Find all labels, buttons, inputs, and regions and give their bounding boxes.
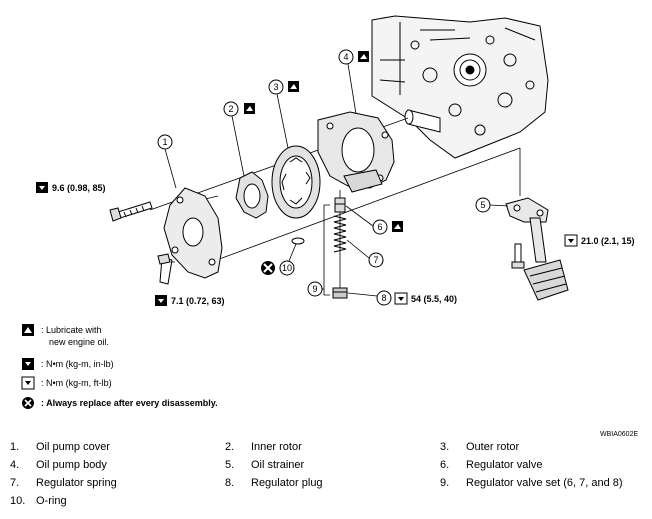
strainer-bolt xyxy=(511,243,525,269)
svg-text:6: 6 xyxy=(377,222,382,232)
callout-10: 10 xyxy=(279,243,297,276)
callout-6: 6 xyxy=(345,205,388,235)
svg-text:54 (5.5, 40): 54 (5.5, 40) xyxy=(411,294,457,304)
part-number: 9. xyxy=(440,477,450,489)
part-name: Oil pump body xyxy=(36,459,107,471)
svg-text:1: 1 xyxy=(162,137,167,147)
callout-1: 1 xyxy=(157,134,177,189)
callout-2: 2 xyxy=(223,101,245,177)
svg-text:7: 7 xyxy=(373,255,378,265)
part-number: 2. xyxy=(225,441,235,453)
bolt-upper xyxy=(109,201,153,222)
part-name: Regulator spring xyxy=(36,477,117,489)
callout-8: 8 xyxy=(347,290,392,306)
part-name: Regulator valve set (6, 7, and 8) xyxy=(466,477,623,489)
engine-block xyxy=(371,15,549,159)
part-name: Oil strainer xyxy=(251,459,305,471)
part-name: Regulator valve xyxy=(466,459,543,471)
parts-list-item: 1. Oil pump cover xyxy=(10,441,110,453)
svg-text:: N•m (kg-m, in-lb): : N•m (kg-m, in-lb) xyxy=(41,359,114,369)
callout-5: 5 xyxy=(475,197,509,213)
svg-text:7.1 (0.72, 63): 7.1 (0.72, 63) xyxy=(171,296,225,306)
torque-label-plug: 54 (5.5, 40) xyxy=(394,292,457,305)
legend-replace-icon xyxy=(22,397,34,409)
outer-rotor xyxy=(271,145,321,219)
svg-text:9: 9 xyxy=(312,284,317,294)
svg-text:21.0 (2.1, 15): 21.0 (2.1, 15) xyxy=(581,236,635,246)
part-number: 1. xyxy=(10,441,20,453)
reference-code: WBIA0602E xyxy=(600,431,638,438)
parts-list-item: 2. Inner rotor xyxy=(225,441,302,453)
parts-list-item: 4. Oil pump body xyxy=(10,459,107,471)
svg-text:3: 3 xyxy=(273,82,278,92)
part-name: Inner rotor xyxy=(251,441,302,453)
part-number: 5. xyxy=(225,459,235,471)
valve-set-bracket xyxy=(323,204,330,296)
part-number: 3. xyxy=(440,441,450,453)
parts-list-item: 5. Oil strainer xyxy=(225,459,304,471)
parts-list-item: 10. O-ring xyxy=(10,495,67,507)
oil-pump-body xyxy=(317,111,395,193)
svg-text:10: 10 xyxy=(282,263,292,273)
svg-text:9.6 (0.98, 85): 9.6 (0.98, 85) xyxy=(52,183,106,193)
torque-label-strainer: 21.0 (2.1, 15) xyxy=(564,234,635,247)
regulator-spring xyxy=(333,215,347,253)
legend-oil-can-icon xyxy=(22,324,34,336)
oil-can-icon xyxy=(358,51,369,62)
parts-list-item: 6. Regulator valve xyxy=(440,459,542,471)
callout-4: 4 xyxy=(338,49,357,115)
svg-text:: N•m (kg-m, ft-lb): : N•m (kg-m, ft-lb) xyxy=(41,378,112,388)
legend-torque-inlb-icon xyxy=(22,358,34,370)
oil-strainer xyxy=(505,197,569,301)
parts-list-item: 9. Regulator valve set (6, 7, and 8) xyxy=(440,477,623,489)
svg-text:4: 4 xyxy=(343,52,348,62)
part-number: 8. xyxy=(225,477,235,489)
svg-text:new engine oil.: new engine oil. xyxy=(49,337,109,347)
exploded-view-diagram: 1 2 3 4 5 6 7 8 9 10 xyxy=(21,15,638,438)
parts-list-item: 7. Regulator spring xyxy=(10,477,117,489)
regulator-plug xyxy=(332,287,348,299)
part-name: Outer rotor xyxy=(466,441,520,453)
part-number: 7. xyxy=(10,477,20,489)
callout-7: 7 xyxy=(346,239,384,268)
parts-list-item: 8. Regulator plug xyxy=(225,477,323,489)
part-number: 6. xyxy=(440,459,450,471)
svg-text:5: 5 xyxy=(480,200,485,210)
bolt-lower xyxy=(157,253,173,285)
legend-torque-ftlb-icon xyxy=(21,376,35,390)
callout-3: 3 xyxy=(268,79,289,149)
callout-9: 9 xyxy=(307,281,324,297)
svg-text:: Lubricate with: : Lubricate with xyxy=(41,325,102,335)
oil-can-icon xyxy=(244,103,255,114)
regulator-valve xyxy=(334,197,346,213)
o-ring xyxy=(291,237,305,245)
inner-rotor xyxy=(235,171,269,219)
oil-can-icon xyxy=(392,221,403,232)
parts-list-item: 3. Outer rotor xyxy=(440,441,519,453)
part-number: 10. xyxy=(10,495,26,507)
part-name: O-ring xyxy=(36,495,67,507)
part-number: 4. xyxy=(10,459,20,471)
torque-label-cover-bolt: 9.6 (0.98, 85) xyxy=(36,182,106,193)
svg-text:: Always replace after every d: : Always replace after every disassembly… xyxy=(41,398,218,408)
part-name: Oil pump cover xyxy=(36,441,110,453)
svg-text:8: 8 xyxy=(381,293,386,303)
oil-can-icon xyxy=(288,81,299,92)
replace-icon xyxy=(261,261,275,275)
svg-text:2: 2 xyxy=(228,104,233,114)
part-name: Regulator plug xyxy=(251,477,323,489)
legend: : Lubricate with new engine oil. : N•m (… xyxy=(21,324,218,409)
oil-pump-cover xyxy=(163,187,223,279)
torque-label-lower-bolt: 7.1 (0.72, 63) xyxy=(155,295,225,306)
